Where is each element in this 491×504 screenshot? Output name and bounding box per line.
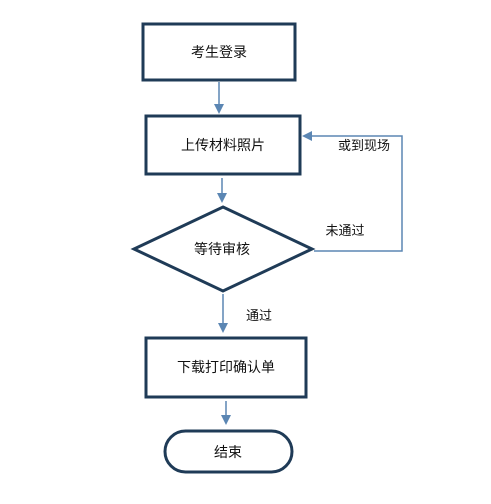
end-label: 结束 [214, 445, 242, 461]
edge-label-fail: 未通过 [325, 224, 364, 239]
edge-label-pass: 通过 [246, 309, 272, 324]
edge-label-retry: 或到现场 [338, 139, 390, 154]
node-print: 下载打印确认单 [144, 336, 308, 399]
print-label: 下载打印确认单 [177, 359, 275, 376]
review-label: 等待审核 [194, 241, 250, 258]
upload-box [144, 114, 302, 176]
login-box [141, 22, 297, 82]
node-review: 等待审核 [130, 205, 316, 293]
node-upload: 上传材料照片 [144, 114, 302, 176]
node-end: 结束 [163, 429, 294, 474]
arrow-review-back-to-upload [302, 131, 403, 252]
print-box [144, 336, 308, 399]
end-terminator [163, 429, 294, 474]
node-login: 考生登录 [141, 22, 297, 82]
login-label: 考生登录 [191, 45, 247, 61]
upload-label: 上传材料照片 [181, 138, 265, 154]
review-diamond [130, 205, 316, 293]
